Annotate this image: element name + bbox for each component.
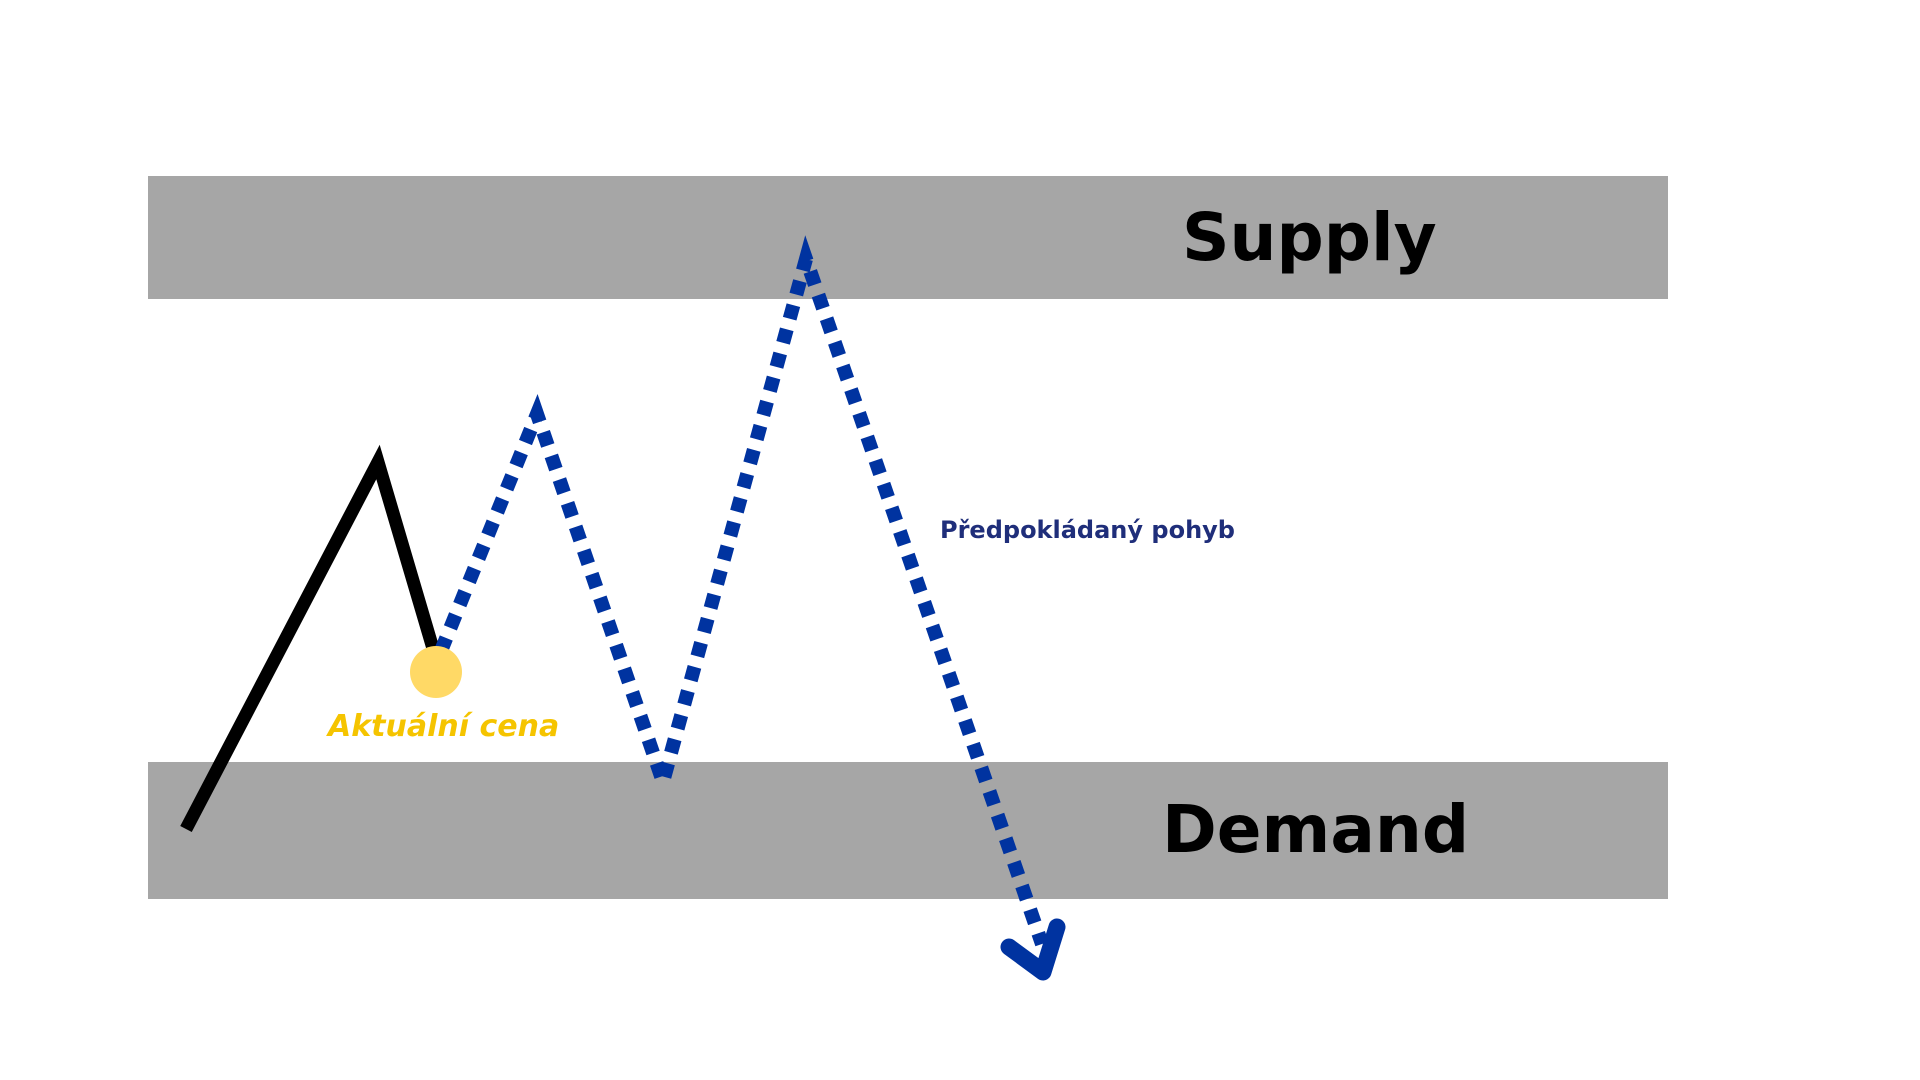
current-price-label: Aktuální cena xyxy=(328,709,560,744)
arrow-down-icon xyxy=(1000,918,1066,981)
expected-move-label: Předpokládaný pohyb xyxy=(940,516,1235,544)
current-price-marker xyxy=(410,646,462,698)
demand-zone xyxy=(148,762,1668,899)
supply-zone xyxy=(148,176,1668,299)
projected-price-path xyxy=(434,235,1049,947)
supply-label: Supply xyxy=(1182,199,1437,276)
historical-price-line xyxy=(180,444,441,833)
demand-label: Demand xyxy=(1162,791,1470,868)
